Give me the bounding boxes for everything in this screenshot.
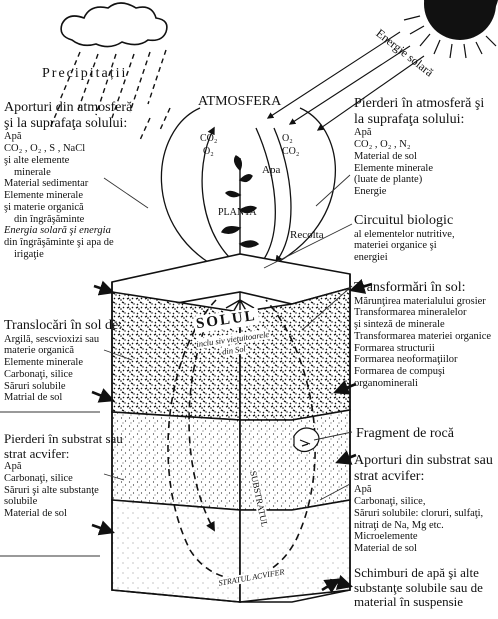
list-item: Formarea de compuşi [354, 366, 445, 378]
box-title: Aporturi din substrat sau strat acvifer: [354, 453, 493, 484]
o2-left-label: O₂ [203, 146, 214, 157]
list-item: Argilă, sescvioxizi sau [4, 333, 100, 345]
list-item: şi alte elemente [4, 154, 70, 166]
list-item: Formarea structurii [354, 342, 435, 354]
list-item: Microelemente [354, 531, 418, 543]
plant-label: PLANTA [218, 207, 257, 218]
box-title: Circuitul biologic [354, 213, 454, 228]
box-soil-transformations: Transformări în sol: Mărunţirea material… [354, 280, 496, 390]
box-title: Fragment de rocă [356, 426, 454, 441]
leader-lines [0, 174, 353, 557]
list-item: Energie [354, 186, 387, 198]
list-item: Carbonaţi, silice [4, 368, 73, 380]
list-item: şi sinteză de minerale [354, 319, 445, 331]
box-exchanges-legend: Schimburi de apă şi alte substanţe solub… [354, 565, 496, 610]
list-item: Săruri solubile [4, 380, 66, 392]
list-item: Transformarea materiei organice [354, 330, 492, 342]
list-item: Material de sol [354, 150, 417, 162]
rock-fragment [293, 427, 320, 453]
list-item: Material de sol [354, 543, 417, 555]
list-item: Carbonaţi, silice [4, 472, 73, 484]
list-item: Apă [354, 484, 372, 496]
co2-right-label: CO₂ [282, 146, 300, 157]
list-item: CO₂ , O₂ , N₂ [354, 139, 411, 151]
box-biological-cycle: Circuitul biologic al elementelor nutrit… [354, 213, 496, 264]
box-rock-fragment: Fragment de rocă [356, 426, 496, 442]
box-title: Pierderi în substrat sau strat acvifer: [4, 431, 123, 461]
cloud-icon [60, 2, 168, 48]
list-item: Elemente minerale [354, 162, 434, 174]
co2-left-label: CO₂ [200, 133, 218, 144]
box-soil-translocations: Translocări în sol de: Argilă, sescvioxi… [4, 318, 130, 404]
box-inputs-from-substrate: Aporturi din substrat sau strat acvifer:… [354, 453, 496, 555]
list-item: Carbonaţi, silice, [354, 496, 426, 508]
list-item: Energia solară şi energia [4, 225, 111, 237]
list-item: din îngrăşăminte şi apa de [4, 237, 114, 249]
list-item: materiei organice şi [354, 240, 437, 252]
sun-icon [403, 0, 498, 59]
list-item: Apă [4, 461, 22, 473]
box-title: Translocări în sol de: [4, 318, 123, 333]
list-item: Apă [354, 127, 372, 139]
list-item: CO₂ , O₂ , S , NaCl [4, 143, 86, 155]
list-item: minerale [14, 166, 51, 178]
list-item: irigaţie [14, 248, 44, 260]
list-item: materie organică [4, 345, 75, 357]
list-item: Mărunţirea materialului grosier [354, 295, 486, 307]
list-item: Apă [4, 131, 22, 143]
list-item: Săruri solubile: cloruri, sulfaţi, [354, 507, 484, 519]
list-item: din îngrăşăminte [14, 213, 85, 225]
list-item: Transformarea mineralelor [354, 307, 467, 319]
water-label: Apa [262, 164, 281, 176]
solar-energy-arrows [266, 31, 425, 131]
list-item: Material de sol [4, 508, 67, 520]
o2-right-label: O₂ [282, 133, 293, 144]
harvest-label: Recolta [290, 229, 324, 241]
list-item: organominerali [354, 377, 418, 389]
precipitation-label: Precipitații [42, 66, 128, 81]
list-item: al elementelor nutritive, [354, 228, 455, 240]
list-item: energiei [354, 252, 388, 264]
list-item: Elemente minerale [4, 190, 84, 202]
box-losses-to-atmosphere: Pierderi în atmosferă şi la suprafaţa so… [354, 96, 496, 198]
list-item: Formarea neoformaţiilor [354, 354, 458, 366]
box-inputs-from-atmosphere: Aporturi din atmos­feră şi la suprafaţa … [4, 100, 136, 261]
list-item: solubile [4, 496, 38, 508]
box-title: Transformări în sol: [354, 280, 466, 295]
box-title: Schimburi de apă şi alte substanţe solub… [354, 565, 483, 610]
list-item: Elemente minerale [4, 357, 84, 369]
box-title: Pierderi în atmosferă şi la suprafaţa so… [354, 96, 485, 127]
list-item: Matrial de sol [4, 392, 63, 404]
rain-lines [49, 49, 171, 141]
list-item: şi materie organică [4, 201, 84, 213]
atmosphere-loop [160, 107, 336, 271]
box-title: Aporturi din atmos­feră şi la suprafaţa … [4, 100, 133, 131]
legend-arrow [329, 574, 353, 590]
atmosphere-label: ATMOSFERA [198, 94, 282, 109]
list-item: Material sedimentar [4, 178, 89, 190]
box-losses-to-substrate: Pierderi în substrat sau strat acvifer: … [4, 431, 124, 520]
list-item: Săruri şi alte substanţe [4, 484, 99, 496]
list-item: nitraţi de Na, Mg etc. [354, 519, 444, 531]
list-item: (luate de plante) [354, 174, 423, 186]
